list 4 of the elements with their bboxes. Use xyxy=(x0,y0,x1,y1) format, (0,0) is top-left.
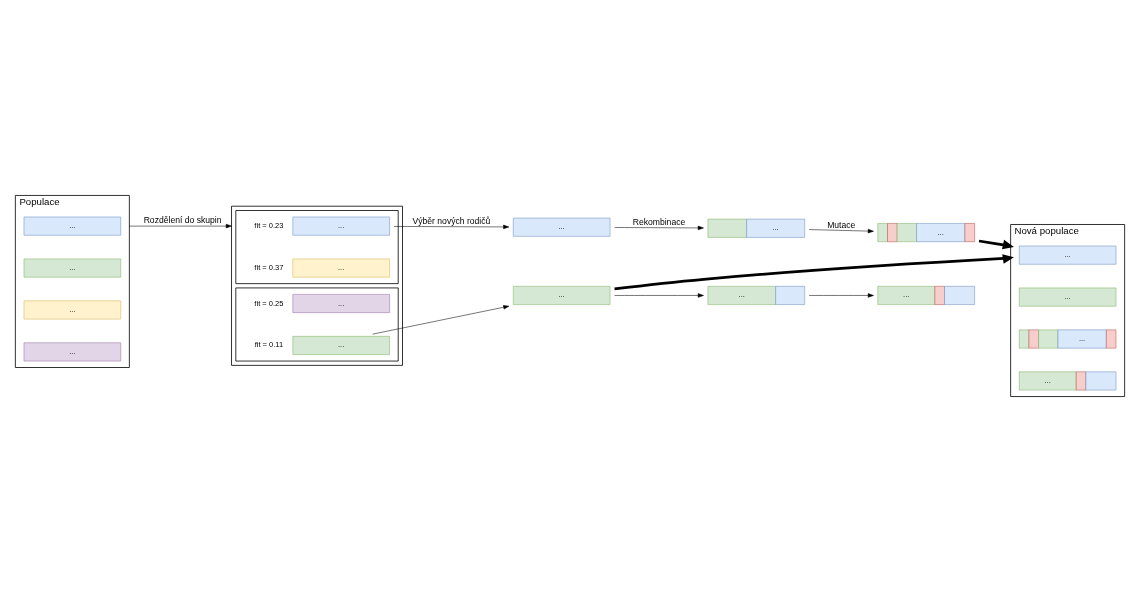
edge-label: Mutace xyxy=(827,219,856,230)
edge-label: Rozdělení do skupin xyxy=(143,215,222,226)
edge-label: Rekombinace xyxy=(632,216,686,227)
edge-label: Výběr nových rodičů xyxy=(412,215,491,226)
